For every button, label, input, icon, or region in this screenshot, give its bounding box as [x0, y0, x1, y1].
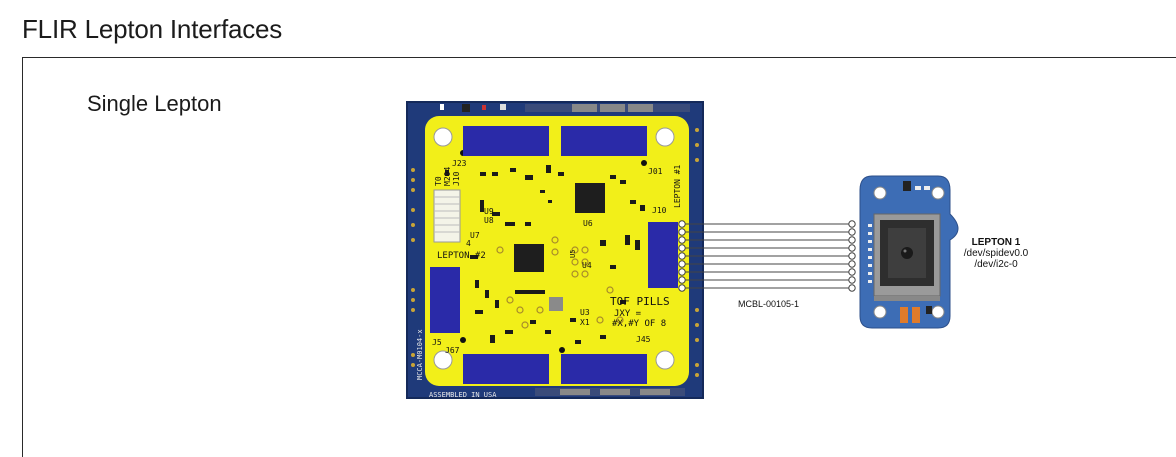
label-u7: U7 — [470, 231, 480, 240]
section-title: Single Lepton — [87, 91, 222, 116]
label-j5: J5 — [432, 338, 442, 347]
label-tof-pills: TOF PILLS — [610, 295, 670, 308]
label-u3: U3 — [580, 308, 590, 317]
label-x1: X1 — [580, 318, 590, 327]
lepton-spi-device: /dev/spidev0.0 — [963, 248, 1029, 259]
cable-mcbl — [678, 220, 856, 292]
label-t0: T0 — [434, 176, 443, 186]
label-u9: U9 — [484, 207, 494, 216]
page-title: FLIR Lepton Interfaces — [22, 14, 283, 44]
label-lepton1: LEPTON #1 — [673, 164, 682, 208]
diagram-panel — [22, 57, 1176, 457]
label-j23: J23 — [452, 159, 467, 168]
label-lepton2: LEPTON #2 — [437, 251, 486, 261]
label-u8: U8 — [484, 216, 494, 225]
interface-diagram: J23 J01 U9 U8 U6 J10 U7 4 U4 U3 X1 J45 J… — [406, 101, 959, 399]
label-u6: U6 — [583, 219, 593, 228]
lepton-name: LEPTON 1 — [971, 237, 1021, 248]
label-u4: U4 — [582, 261, 592, 270]
lepton-breakout-board — [859, 175, 959, 329]
label-j67: J67 — [445, 346, 460, 355]
lepton-info: LEPTON 1 /dev/spidev0.0 /dev/i2c-0 — [955, 237, 1037, 270]
label-j01: J01 — [648, 167, 663, 176]
label-m204: M204 — [443, 167, 452, 186]
cable-label: MCBL-00105-1 — [738, 299, 800, 309]
label-xy-of-8: #X,#Y OF 8 — [612, 319, 666, 329]
label-j10a: J10 — [452, 171, 461, 186]
label-mcca: MCCA-M0104-x — [416, 329, 424, 380]
label-four: 4 — [466, 239, 471, 248]
label-u5: U5 — [569, 250, 577, 258]
label-jxy: JXY = — [614, 309, 642, 319]
label-j10b: J10 — [652, 206, 667, 215]
lepton-i2c-device: /dev/i2c-0 — [974, 259, 1018, 270]
label-j45: J45 — [636, 335, 651, 344]
carrier-board: J23 J01 U9 U8 U6 J10 U7 4 U4 U3 X1 J45 J… — [406, 101, 704, 399]
label-assembled: ASSEMBLED IN USA — [429, 391, 497, 399]
